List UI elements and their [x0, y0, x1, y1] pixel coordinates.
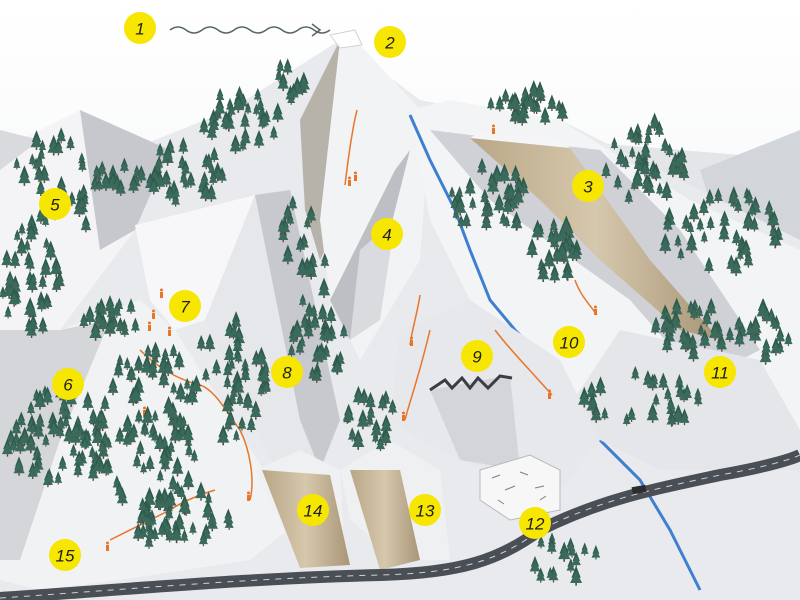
marker-label: 10 — [560, 334, 579, 353]
climber-figure-icon — [106, 124, 597, 551]
route-2 — [344, 109, 358, 186]
marker-6: 6 — [52, 368, 84, 400]
marker-circle — [461, 340, 493, 372]
crevasse-9 — [429, 374, 513, 392]
marker-circle — [572, 170, 604, 202]
marker-label: 5 — [50, 196, 60, 215]
marker-circle — [371, 218, 403, 250]
summit-cornice — [329, 29, 363, 49]
marker-circle — [124, 12, 156, 44]
marker-5: 5 — [39, 188, 71, 220]
marker-label: 8 — [282, 364, 292, 383]
block-13-face — [350, 470, 420, 570]
route-8a — [404, 329, 431, 421]
marker-label: 3 — [583, 178, 593, 197]
wind-arrow-icon — [169, 26, 331, 34]
marker-circle — [39, 188, 71, 220]
marker-14: 14 — [297, 494, 329, 526]
marker-label: 15 — [56, 547, 75, 566]
marker-2: 2 — [374, 26, 406, 58]
cliff-band-3 — [470, 138, 720, 340]
marker-label: 13 — [416, 502, 435, 521]
marker-3: 3 — [572, 170, 604, 202]
marker-circle — [52, 368, 84, 400]
marker-label: 6 — [63, 376, 73, 395]
marker-13: 13 — [409, 494, 441, 526]
gully-9 — [430, 375, 520, 470]
marker-8: 8 — [271, 356, 303, 388]
marker-circle — [409, 494, 441, 526]
block-8-top — [135, 195, 255, 330]
boulder-field-12 — [479, 454, 561, 521]
marker-11: 11 — [704, 356, 736, 388]
marker-label: 9 — [472, 348, 482, 367]
marker-circle — [49, 539, 81, 571]
marker-circle — [374, 26, 406, 58]
marker-label: 11 — [711, 364, 729, 383]
marker-circle — [297, 494, 329, 526]
marker-circle — [519, 507, 551, 539]
marker-label: 4 — [382, 226, 391, 245]
marker-label: 14 — [304, 502, 323, 521]
marker-1: 1 — [124, 12, 156, 44]
marker-12: 12 — [519, 507, 551, 539]
marker-label: 12 — [526, 515, 545, 534]
marker-15: 15 — [49, 539, 81, 571]
marker-circle — [704, 356, 736, 388]
marker-label: 2 — [384, 34, 395, 53]
marker-9: 9 — [461, 340, 493, 372]
marker-7: 7 — [169, 290, 201, 322]
marker-circle — [271, 356, 303, 388]
car-icon — [631, 484, 647, 495]
marker-circle — [553, 326, 585, 358]
marker-4: 4 — [371, 218, 403, 250]
marker-circle — [169, 290, 201, 322]
marker-10: 10 — [553, 326, 585, 358]
left-peak-shadow — [80, 110, 170, 250]
route-9-10 — [494, 329, 553, 396]
marker-label: 7 — [180, 298, 190, 317]
marker-label: 1 — [135, 20, 144, 39]
